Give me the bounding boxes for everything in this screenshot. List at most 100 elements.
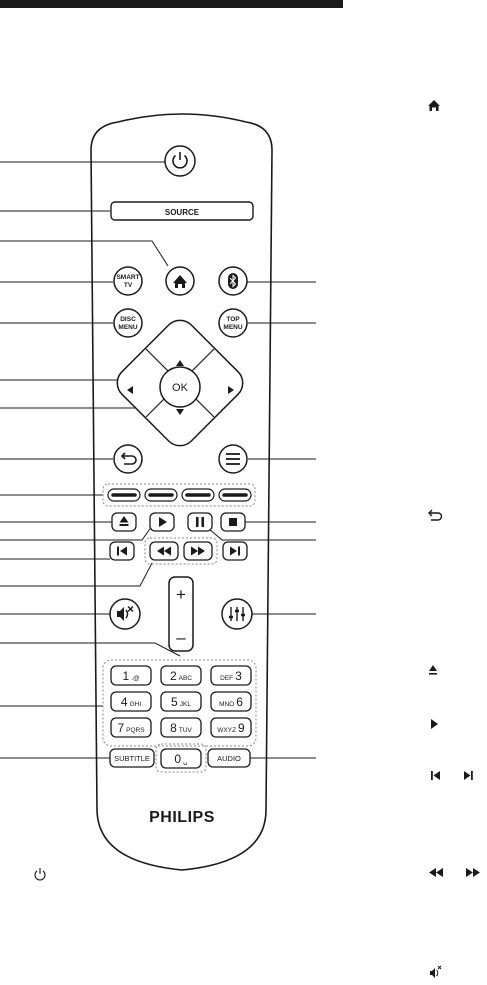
top-menu-label-2: MENU [223,324,242,331]
fast-forward-icon [191,546,205,556]
keypad-key-1[interactable]: 1.@ [110,665,152,686]
keypad-key-9-number: 9 [238,721,245,735]
keypad-key-6-letters: MNO [219,701,234,708]
source-label: SOURCE [165,208,200,217]
svg-text:1.@: 1.@ [122,669,139,683]
home-icon [173,275,187,288]
audio-label: AUDIO [217,754,241,763]
keypad-key-6-number: 6 [236,695,243,709]
keypad-key-4-number: 4 [121,695,128,709]
legend-back-icon [428,509,443,521]
power-button[interactable] [164,145,196,177]
next-icon [230,546,240,556]
callout-line-play [0,525,153,541]
svg-text:0␣: 0␣ [174,752,187,766]
smart-tv-label-2: TV [124,282,133,289]
disc-menu-button[interactable]: DISC MENU [113,308,143,338]
legend-play-icon [431,719,438,729]
eject-button[interactable] [111,512,137,532]
bottom-row-group [155,743,207,773]
back-button[interactable] [113,444,143,474]
subtitle-button[interactable]: SUBTITLE [109,748,155,768]
source-button[interactable]: SOURCE [110,201,254,221]
mute-icon [117,606,134,621]
legend-previous-icon [431,771,440,780]
header-bar [0,0,343,8]
keypad-key-7-letters: PQRS [126,727,145,734]
power-icon [172,152,188,169]
sound-settings-button[interactable] [221,598,253,630]
callout-line-volume [0,642,181,657]
numeric-keypad-group [102,659,257,747]
rewind-button[interactable] [149,541,179,561]
keypad-key-5-number: 5 [171,695,178,709]
smart-tv-label-1: SMART [116,274,139,281]
callout-line-home [0,240,169,267]
previous-icon [117,546,127,556]
keypad-key-1-letters: .@ [131,675,140,682]
legend-fast-forward-icon [466,868,480,877]
disc-menu-label-2: MENU [118,324,137,331]
options-icon [226,453,240,465]
keypad-key-7-number: 7 [117,721,124,735]
nav-left-button[interactable] [127,386,133,394]
keypad-key-9-letters: WXYZ [217,727,236,734]
pause-button[interactable] [187,512,213,532]
bluetooth-button[interactable] [218,266,248,296]
keypad-key-3-letters: DEF [220,675,233,682]
nav-up-button[interactable] [176,360,184,366]
legend-mute-icon [430,965,442,978]
smart-tv-button[interactable]: SMART TV [113,266,143,296]
nav-down-button[interactable] [176,409,184,415]
rewind-icon [157,546,171,556]
keypad-key-0[interactable]: 0␣ [160,748,202,769]
keypad-key-0-number: 0 [174,752,181,766]
sound-settings-icon [229,607,245,621]
bluetooth-icon [228,273,238,289]
legend-home-icon [428,100,440,111]
keypad-key-5-letters: JKL [180,701,192,708]
options-button[interactable] [218,444,248,474]
keypad-key-1-number: 1 [122,669,129,683]
legend-rewind-icon [429,868,443,877]
fast-forward-button[interactable] [183,541,213,561]
disc-menu-label-1: DISC [120,316,136,323]
left-callout-lines [0,161,181,759]
ok-button[interactable]: OK [159,366,201,408]
previous-button[interactable] [109,541,135,561]
nav-right-button[interactable] [228,386,234,394]
top-menu-label-1: TOP [226,316,240,323]
home-button[interactable] [165,266,195,296]
volume-rocker[interactable]: + – [168,576,194,652]
eject-icon [119,516,129,526]
stop-icon [229,518,237,526]
mute-button[interactable] [109,598,141,630]
legend-power-icon [34,868,46,881]
next-button[interactable] [222,541,248,561]
trick-play-group [144,537,218,565]
stop-button[interactable] [220,512,246,532]
brand-logo: PHILIPS [149,809,215,826]
top-menu-button[interactable]: TOP MENU [218,308,248,338]
audio-button[interactable]: AUDIO [207,748,251,768]
play-button[interactable] [149,512,175,532]
keypad-key-8-number: 8 [170,721,177,735]
volume-minus-label: – [176,628,186,647]
keypad-key-0-letters: ␣ [183,758,187,765]
